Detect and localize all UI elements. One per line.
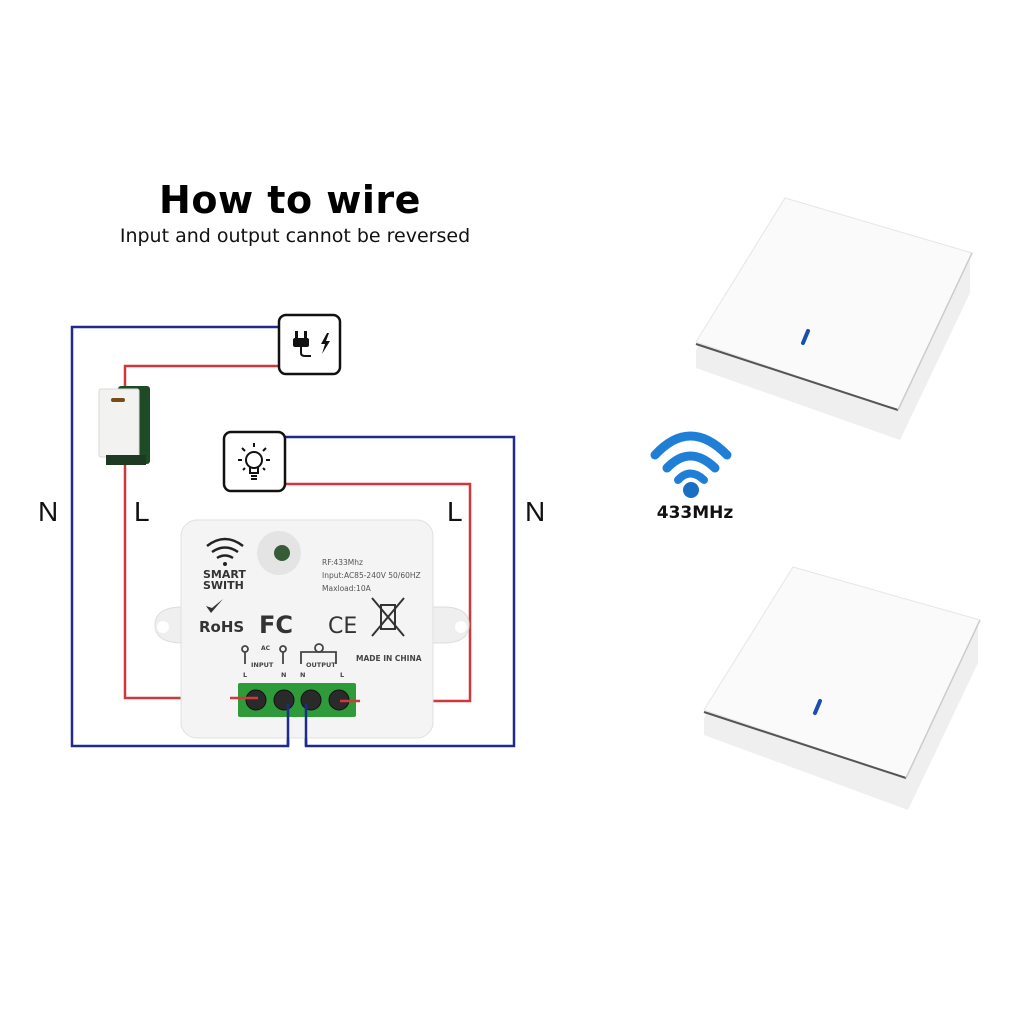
module-wifi-icon — [206, 537, 244, 560]
module-brand-line2: SWITH — [203, 579, 244, 592]
cert-ce: CE — [328, 614, 357, 639]
terminal-label-2: N — [281, 671, 286, 679]
label-live-right: L — [447, 496, 463, 527]
wireless-wall-switch-1 — [695, 197, 973, 440]
label-neutral-left: N — [38, 496, 59, 527]
weee-bin-icon — [371, 597, 405, 637]
terminal-block — [238, 683, 356, 717]
made-in-label: MADE IN CHINA — [356, 654, 422, 663]
terminal-label-1: L — [243, 671, 247, 679]
plug-icon — [293, 331, 311, 357]
lamp-box — [222, 430, 287, 493]
module-brand-line1: SMART — [203, 568, 246, 581]
terminal-screw-input-n — [273, 689, 295, 711]
output-label: OUTPUT — [306, 661, 336, 669]
wireless-wall-switch-2 — [703, 566, 981, 810]
spec-rf: RF:433Mhz — [322, 558, 363, 567]
wireless-frequency-label: 433MHz — [656, 503, 734, 523]
spec-input: Input:AC85-240V 50/60HZ — [322, 571, 421, 580]
lightning-icon — [321, 333, 330, 354]
spec-maxload: Maxload:10A — [322, 584, 372, 593]
led-indicator-icon — [801, 329, 810, 345]
terminal-screw-input-l — [245, 689, 267, 711]
cert-rohs: RoHS — [199, 618, 244, 636]
pairing-button — [274, 545, 290, 561]
terminal-screw-output-n — [300, 689, 322, 711]
wall-switch — [98, 386, 150, 465]
live-wire-source-to-switch — [123, 364, 280, 390]
rohs-check-icon — [206, 599, 223, 613]
diagram-title: How to wire — [159, 178, 421, 222]
led-indicator-icon — [813, 699, 822, 715]
ac-label: AC — [261, 645, 271, 652]
light-bulb-icon — [238, 443, 270, 480]
label-live-left: L — [134, 496, 150, 527]
terminal-label-4: L — [340, 671, 344, 679]
diagram-subtitle: Input and output cannot be reversed — [119, 225, 471, 247]
terminal-label-3: N — [300, 671, 305, 679]
wifi-signal-icon — [650, 431, 732, 484]
input-label: INPUT — [251, 661, 274, 669]
cert-fc: FC — [259, 611, 293, 639]
lamp-symbol-icon — [314, 643, 324, 653]
terminal-symbols — [241, 643, 337, 664]
power-source-box — [277, 313, 342, 376]
label-neutral-right: N — [525, 496, 546, 527]
smart-switch-module: SMART SWITH RF:433Mhz Input:AC85-240V 50… — [154, 519, 470, 739]
